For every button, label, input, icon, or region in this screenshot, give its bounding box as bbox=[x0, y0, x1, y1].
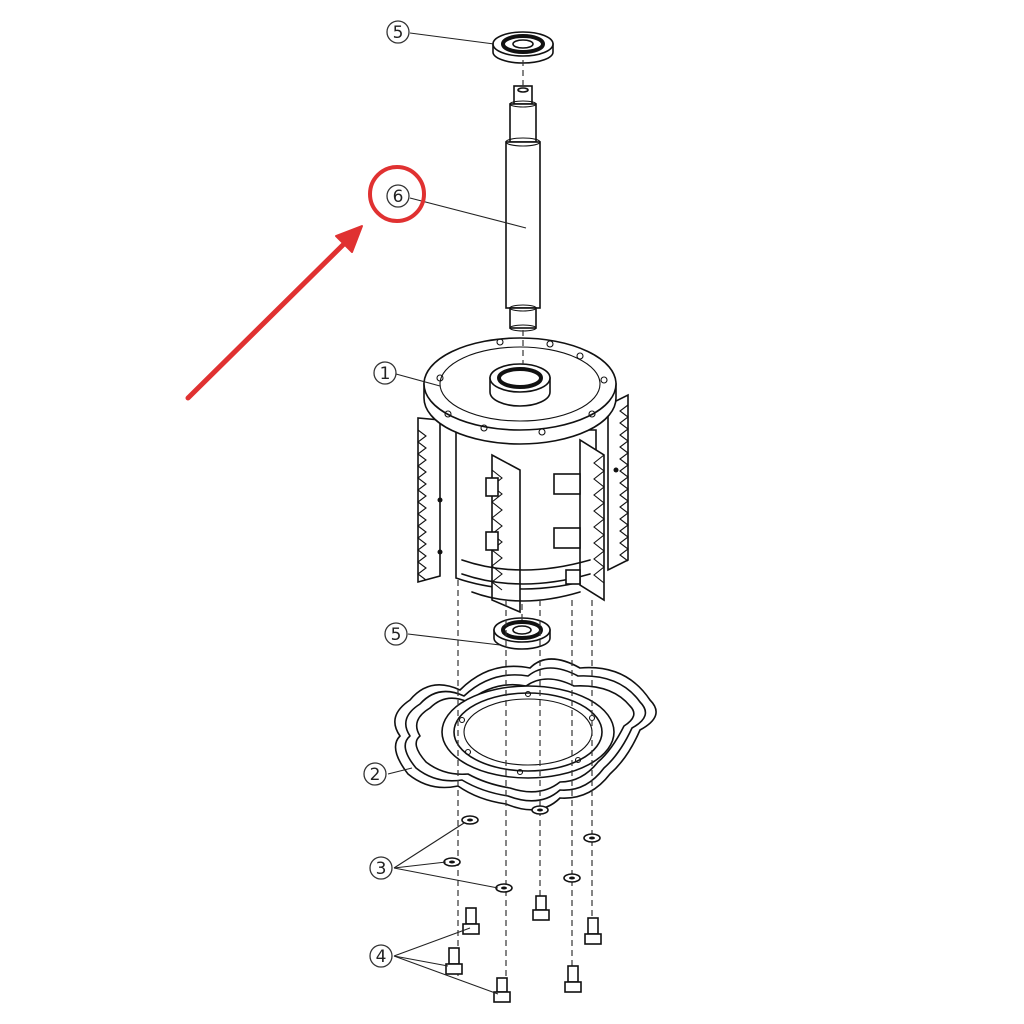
red-arrow bbox=[185, 225, 363, 401]
top-bearing bbox=[492, 31, 554, 64]
leader-lines bbox=[387, 32, 527, 995]
svg-text:2: 2 bbox=[370, 765, 381, 785]
callout-5-bottom: 5 bbox=[384, 622, 408, 646]
shaft bbox=[505, 85, 541, 332]
callout-3: 3 bbox=[369, 856, 393, 880]
washers bbox=[443, 805, 601, 893]
callout-4: 4 bbox=[369, 944, 393, 968]
callout-6: 6 bbox=[386, 184, 410, 208]
callout-2: 2 bbox=[363, 762, 387, 786]
highlight-circle bbox=[368, 165, 426, 223]
bolts bbox=[445, 895, 602, 1003]
rotor-drum bbox=[417, 337, 629, 614]
callout-5-top: 5 bbox=[386, 20, 410, 44]
svg-text:5: 5 bbox=[393, 23, 404, 43]
svg-text:1: 1 bbox=[380, 364, 391, 384]
svg-text:6: 6 bbox=[393, 187, 404, 207]
bottom-bearing bbox=[493, 617, 551, 650]
svg-text:4: 4 bbox=[376, 947, 387, 967]
star-plate bbox=[394, 658, 657, 811]
assembly-dashed-lines bbox=[457, 60, 593, 990]
callout-1: 1 bbox=[373, 361, 397, 385]
svg-text:5: 5 bbox=[391, 625, 402, 645]
svg-text:3: 3 bbox=[376, 859, 387, 879]
